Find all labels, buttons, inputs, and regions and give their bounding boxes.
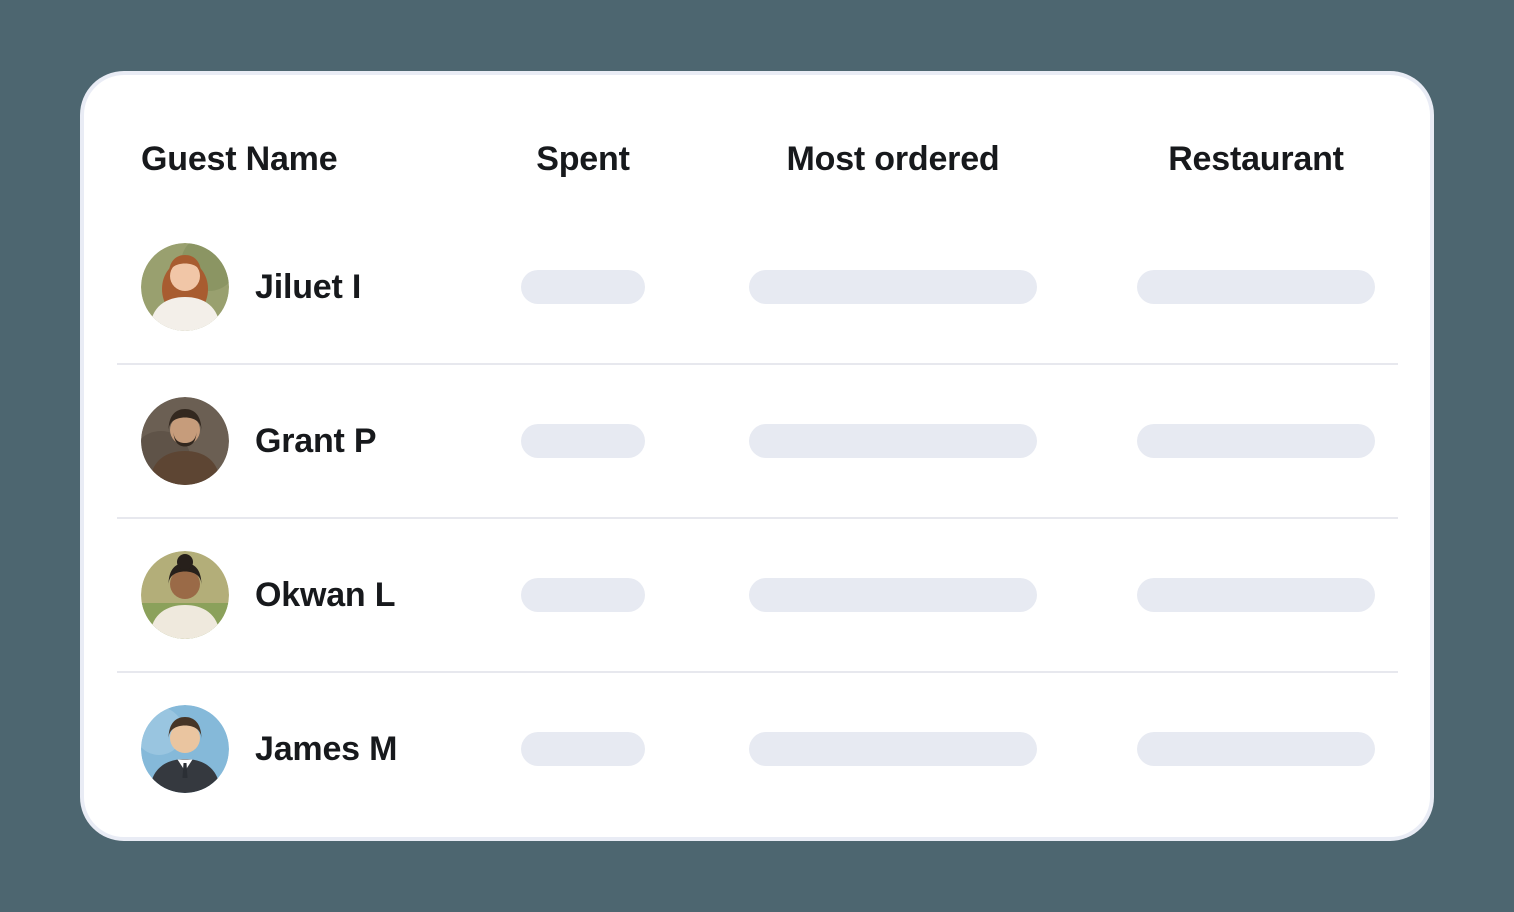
avatar-tie [182, 763, 188, 778]
avatar [141, 551, 229, 639]
guest-cell: James M [141, 705, 471, 793]
guest-table-card: Guest Name Spent Most ordered Restaurant… [84, 75, 1430, 837]
guest-cell: Grant P [141, 397, 471, 485]
avatar-face [170, 723, 200, 753]
avatar-torso [150, 605, 220, 639]
restaurant-value-placeholder [1137, 732, 1375, 766]
spent-value-placeholder [521, 424, 645, 458]
table-row[interactable]: James M [84, 671, 1430, 826]
guest-cell: Jiluet I [141, 243, 471, 331]
table-row[interactable]: Grant P [84, 363, 1430, 518]
column-header-spent: Spent [536, 139, 630, 178]
most-ordered-value-placeholder [749, 424, 1037, 458]
column-header-guest-name: Guest Name [141, 139, 338, 178]
avatar-torso [150, 297, 220, 331]
avatar [141, 397, 229, 485]
avatar-hair-cap [168, 409, 202, 431]
column-header-restaurant: Restaurant [1168, 139, 1344, 178]
avatar-torso [150, 451, 220, 485]
avatar-hair-cap [168, 255, 202, 277]
most-ordered-value-placeholder [749, 270, 1037, 304]
table-row[interactable]: Jiluet I [84, 210, 1430, 364]
table-row[interactable]: Okwan L [84, 517, 1430, 672]
guest-name: Grant P [255, 421, 377, 460]
restaurant-value-placeholder [1137, 270, 1375, 304]
most-ordered-value-placeholder [749, 732, 1037, 766]
avatar-hair-cap [168, 563, 202, 585]
guest-name: Jiluet I [255, 267, 362, 306]
table-header-row: Guest Name Spent Most ordered Restaurant [84, 75, 1430, 210]
spent-value-placeholder [521, 732, 645, 766]
avatar [141, 243, 229, 331]
avatar-hair-cap [168, 717, 202, 739]
guest-name: Okwan L [255, 575, 396, 614]
avatar-face [170, 261, 200, 291]
avatar-beard [173, 431, 197, 447]
spent-value-placeholder [521, 270, 645, 304]
guest-name: James M [255, 729, 398, 768]
spent-value-placeholder [521, 578, 645, 612]
avatar-face [170, 569, 200, 599]
avatar-hair-bun [177, 554, 193, 570]
restaurant-value-placeholder [1137, 424, 1375, 458]
guest-cell: Okwan L [141, 551, 471, 639]
column-header-most-ordered: Most ordered [786, 139, 1000, 178]
avatar-face [170, 415, 200, 445]
restaurant-value-placeholder [1137, 578, 1375, 612]
avatar [141, 705, 229, 793]
most-ordered-value-placeholder [749, 578, 1037, 612]
